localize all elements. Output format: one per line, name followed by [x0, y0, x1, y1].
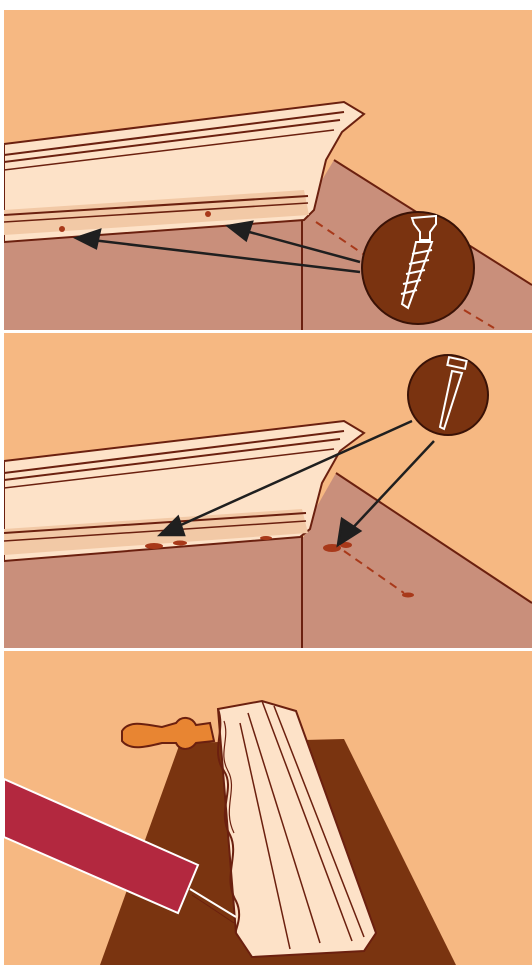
panel-nails — [4, 333, 532, 648]
nail-icon — [408, 355, 488, 435]
panel-coping-saw — [4, 651, 532, 965]
screw-hole — [59, 226, 65, 232]
panel-screws — [4, 10, 532, 330]
screw-hole — [205, 211, 211, 217]
screw-icon — [362, 212, 474, 324]
